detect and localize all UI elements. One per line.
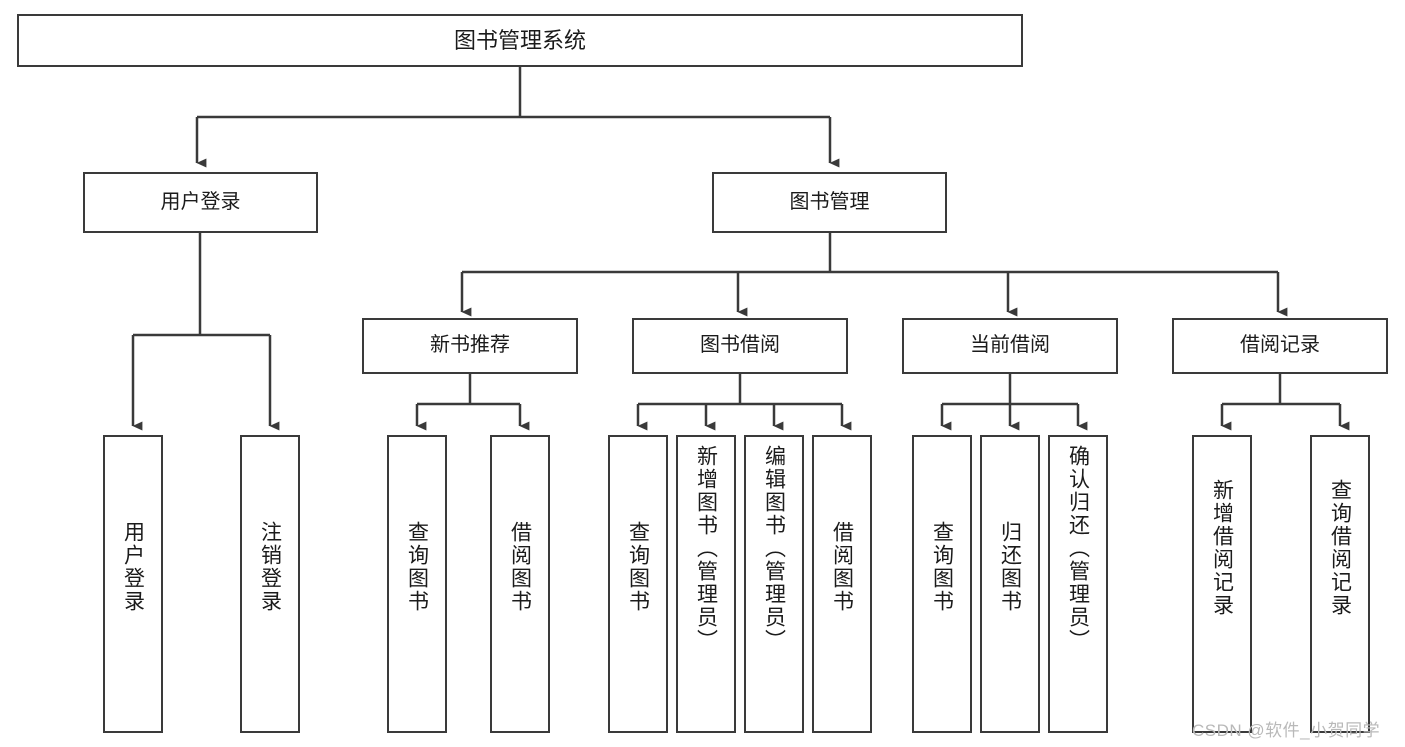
- connector-current-borrow-to-leaves: [940, 374, 1088, 431]
- node-label: 编辑图书（管理员）: [762, 445, 786, 652]
- node-label: 借阅图书: [830, 521, 854, 613]
- connector-borrow-record-to-leaves: [1220, 374, 1350, 431]
- node-label: 用户登录: [121, 521, 145, 613]
- node-root-book-management-system[interactable]: 图书管理系统: [17, 14, 1023, 67]
- leaf-query-borrow-record[interactable]: 查询借阅记录: [1310, 435, 1370, 733]
- leaf-borrow-book[interactable]: 借阅图书: [812, 435, 872, 733]
- connector-new-book-recommend-to-leaves: [415, 374, 530, 431]
- leaf-borrow-book-newbook[interactable]: 借阅图书: [490, 435, 550, 733]
- node-label: 归还图书: [998, 521, 1022, 613]
- leaf-logout[interactable]: 注销登录: [240, 435, 300, 733]
- node-label: 查询图书: [930, 521, 954, 613]
- leaf-query-book-borrow[interactable]: 查询图书: [608, 435, 668, 733]
- node-borrow-record[interactable]: 借阅记录: [1172, 318, 1388, 374]
- connector-user-login-to-leaves: [131, 233, 280, 431]
- node-label: 新增图书（管理员）: [694, 445, 718, 652]
- node-label: 查询图书: [405, 521, 429, 613]
- leaf-add-borrow-record[interactable]: 新增借阅记录: [1192, 435, 1252, 733]
- leaf-edit-book-admin[interactable]: 编辑图书（管理员）: [744, 435, 804, 733]
- node-book-management[interactable]: 图书管理: [712, 172, 947, 233]
- leaf-confirm-return-admin[interactable]: 确认归还（管理员）: [1048, 435, 1108, 733]
- node-user-login[interactable]: 用户登录: [83, 172, 318, 233]
- node-label: 注销登录: [258, 521, 282, 613]
- connector-book-borrow-to-leaves: [636, 374, 852, 431]
- leaf-user-login[interactable]: 用户登录: [103, 435, 163, 733]
- node-new-book-recommend[interactable]: 新书推荐: [362, 318, 578, 374]
- leaf-query-book-current[interactable]: 查询图书: [912, 435, 972, 733]
- node-label: 查询借阅记录: [1328, 479, 1352, 617]
- node-current-borrow[interactable]: 当前借阅: [902, 318, 1118, 374]
- leaf-query-book-newbook[interactable]: 查询图书: [387, 435, 447, 733]
- node-label: 图书借阅: [700, 334, 780, 357]
- node-label: 用户登录: [160, 190, 241, 213]
- node-book-borrow[interactable]: 图书借阅: [632, 318, 848, 374]
- node-label: 查询图书: [626, 521, 650, 613]
- leaf-add-book-admin[interactable]: 新增图书（管理员）: [676, 435, 736, 733]
- node-label: 图书管理系统: [453, 27, 586, 53]
- node-label: 借阅记录: [1240, 334, 1320, 357]
- node-label: 确认归还（管理员）: [1066, 445, 1090, 652]
- connector-root-to-level2: [195, 67, 840, 168]
- node-label: 图书管理: [789, 190, 870, 213]
- node-label: 新书推荐: [430, 334, 510, 357]
- node-label: 借阅图书: [508, 521, 532, 613]
- connector-book-management-to-level3: [460, 233, 1288, 317]
- node-label: 当前借阅: [970, 334, 1050, 357]
- leaf-return-book[interactable]: 归还图书: [980, 435, 1040, 733]
- node-label: 新增借阅记录: [1210, 479, 1234, 617]
